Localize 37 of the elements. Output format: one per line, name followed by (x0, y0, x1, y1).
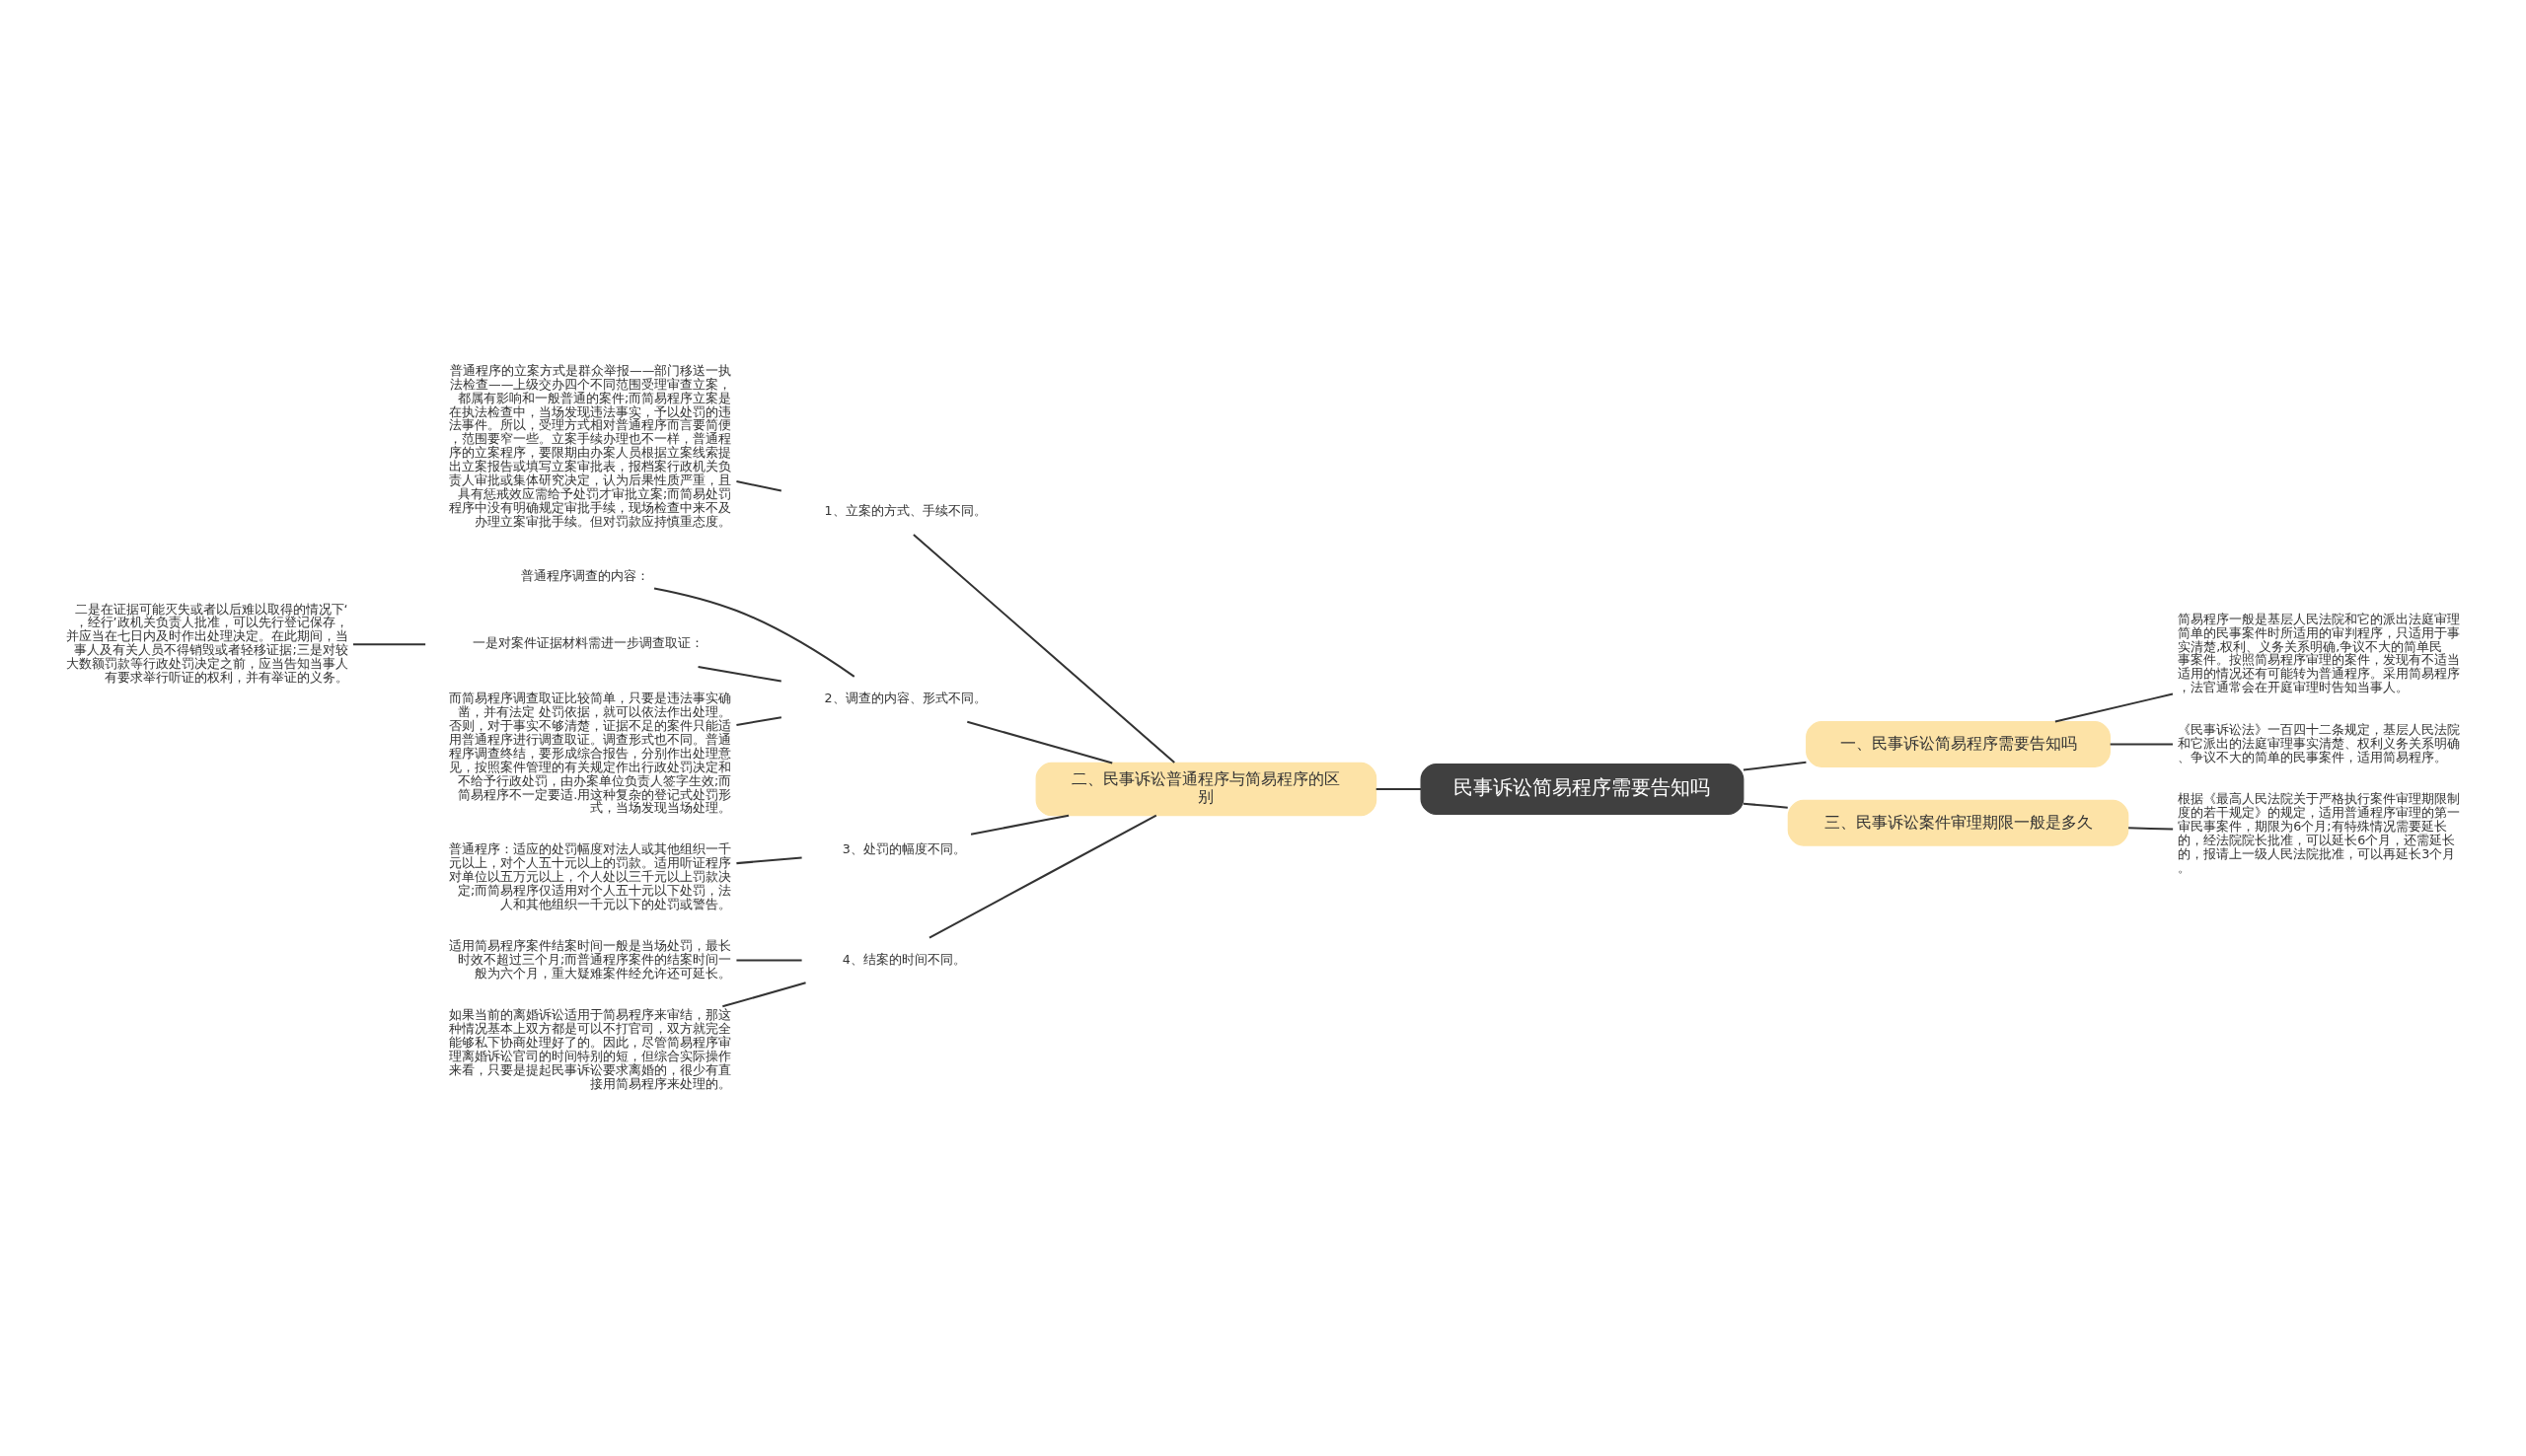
node-text: 2、调查的内容、形式不同。 (824, 691, 987, 706)
connector (913, 534, 1175, 764)
connector (1375, 788, 1421, 791)
node-text: 二是在证据可能灭失或者以后难以取得的情况下‘，经行’政机关负责人批准，可以先行登记保存，并应当在七日内及时作出处理决定。在此期间，当事人及有关人员不得销毁或者轻移证据;三是对较大数额罚款等行政处罚决定之前，应当告知当事人有要求举行听证的权利，并有举证的义务。 (65, 601, 348, 686)
connector (736, 716, 782, 727)
node-text: 1、立案的方式、手续不同。 (824, 503, 987, 519)
node-text: 一是对案件证据材料需进一步调查取证： (473, 635, 705, 651)
node-text: 3、处罚的幅度不同。 (842, 841, 966, 857)
connector (1743, 761, 1807, 771)
node-box: 三、民事诉讼案件审理期限一般是多久 (1787, 799, 2129, 846)
node-box: 二、民事诉讼普通程序与简易程序的区别 (1035, 762, 1377, 817)
node-text: 4、结案的时间不同。 (842, 951, 966, 967)
node-text: 普通程序的立案方式是群众举报——部门移送一执法检查——上级交办四个不同范围受理审查立案，都属有影响和一般普通的案件;而简易程序立案是在执法检查中，当场发现违法事实，予以处罚的违法事件。所以，受理方式相对普通程序而言要简便，范围要窄一些。立案手续办理也不一样，普通程序的立案程序，要限期由办案人员根据立案线索提出立案报告或填写立案审批表，报档案行政机关负责人审批或集体研究决定，认为后果性质严重，且具有惩戒效应需给予处罚才审批立案;而简易处罚程序中没有明确规定审批手续，现场检查中来不及办理立案审批手续。但对罚款应持慎重态度。 (449, 362, 732, 529)
connector (352, 643, 426, 646)
connector (653, 587, 855, 678)
connector (2054, 692, 2174, 723)
node-text: 普通程序：适应的处罚幅度对法人或其他组织一千元以上，对个人五十元以上的罚款。适用听证程序对单位以五万元以上，个人处以三千元以上罚款决定;而简易程序仅适用对个人五十元以下处罚，法人和其他组织一千元以下的处罚或警告。 (449, 841, 732, 911)
connector (736, 959, 802, 962)
connector (2128, 827, 2174, 831)
node-text: 而简易程序调查取证比较简单，只要是违法事实确凿，并有法定 处罚依据，就可以依法作出处理。否则，对于事实不够清楚，证据不足的案件只能适用普通程序进行调查取证。调查形式也不同。普通程序调查终结，要形成综合报告，分别作出处理意见，按照案件管理的有关规定作出行政处罚决定和不给予行政处罚，由办案单位负责人签字生效;而简易程序不一定要适.用这种复杂的登记式处罚形式，当场发现当场处理。 (449, 691, 732, 816)
connector (736, 856, 802, 865)
connector (970, 814, 1070, 836)
node-box: 民事诉讼简易程序需要告知吗 (1420, 764, 1745, 815)
node-text: 《民事诉讼法》一百四十二条规定，基层人民法院和它派出的法庭审理事实清楚、权利义务关系明确、争议不大的简单的民事案件，适用简易程序。 (2178, 721, 2461, 764)
connector (722, 982, 806, 1008)
node-text: 根据《最高人民法院关于严格执行案件审理期限制度的若干规定》的规定，适用普通程序审理的第一审民事案件，期限为6个月;有特殊情况需要延长的，经法院院长批准，可以延长6个月，还需延长的，报请上一级人民法院批准，可以再延长3个月。 (2178, 790, 2461, 875)
node-text: 简易程序一般是基层人民法院和它的派出法庭审理简单的民事案件时所适用的审判程序，只适用于事实清楚,权利、义务关系明确,争议不大的简单民事案件。按照简易程序审理的案件，发现有不适当适用的情况还有可能转为普通程序。采用简易程序，法官通常会在开庭审理时告知当事人。 (2178, 611, 2461, 695)
connector (736, 480, 782, 492)
node-box: 一、民事诉讼简易程序需要告知吗 (1806, 721, 2111, 767)
node-text: 普通程序调查的内容： (520, 567, 649, 583)
connector (1743, 802, 1788, 809)
node-text: 适用简易程序案件结案时间一般是当场处罚，最长时效不超过三个月;而普通程序案件的结案时间一般为六个月，重大疑难案件经允许还可延长。 (449, 937, 732, 981)
node-text: 如果当前的离婚诉讼适用于简易程序来审结，那这种情况基本上双方都是可以不打官司，双方就完全能够私下协商处理好了的。因此，尽管简易程序审理离婚诉讼官司的时间特别的短，但综合实际操作来看，只要是提起民事诉讼要求离婚的，很少有直接用简易程序来处理的。 (449, 1006, 732, 1091)
connector (967, 720, 1113, 764)
connector (698, 666, 781, 683)
connector (929, 814, 1157, 939)
connector (2110, 743, 2173, 746)
